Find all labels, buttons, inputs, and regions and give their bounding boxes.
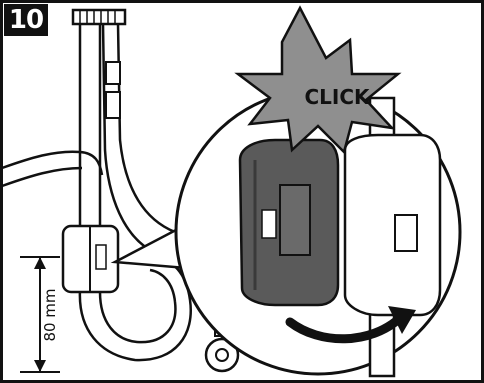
ferrite-latch-right [395,215,417,251]
second-cable-left [103,24,150,250]
step-number-badge: 10 [4,4,48,36]
dimension-label: 80 mm [41,288,59,341]
second-cable-right [118,24,175,232]
dimension-arrow-top [34,257,46,269]
ferrite-latch-left [280,185,310,255]
top-connector-nut [73,10,125,24]
background-cable-lower [2,168,82,186]
ferrite-half-right [345,135,440,315]
dimension-arrow-bottom [34,360,46,372]
cable-fitting-1 [106,62,120,84]
cable-fitting-2 [106,92,120,118]
click-label: CLICK [304,85,371,109]
